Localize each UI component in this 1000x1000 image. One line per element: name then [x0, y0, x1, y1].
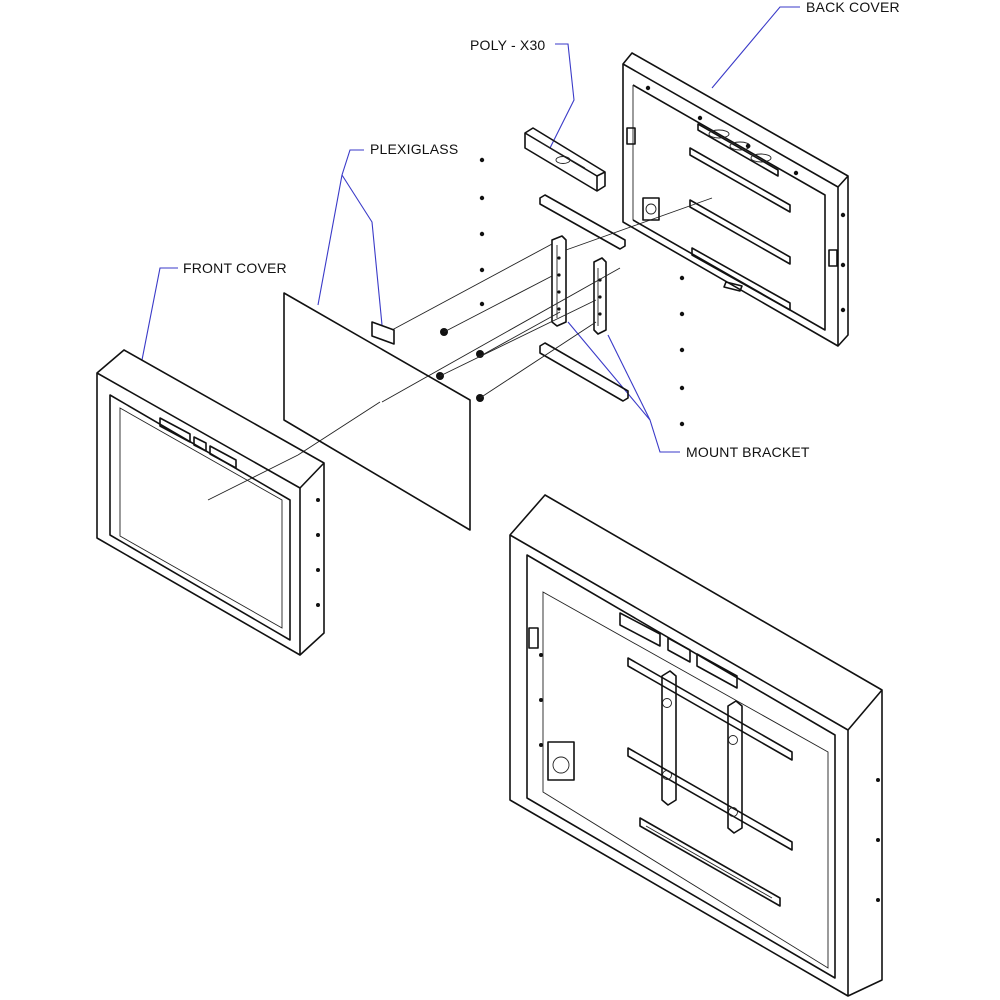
alignment-lines [207, 197, 713, 501]
assembled-unit-port [547, 741, 575, 781]
label-mount-bracket: MOUNT BRACKET [686, 444, 810, 460]
leader-back-cover [711, 6, 800, 89]
label-poly-x30: POLY - X30 [470, 37, 545, 53]
back-cover-port [642, 197, 660, 221]
label-plexiglass: PLEXIGLASS [370, 141, 458, 157]
back-cover-slot-right [828, 249, 838, 267]
plexiglass-small-panel [371, 321, 395, 345]
mount-bracket-assembly [539, 194, 629, 402]
leader-poly-x30 [549, 43, 575, 149]
plexiglass [283, 292, 471, 531]
leader-plexiglass-b [341, 174, 383, 326]
leader-front-cover [141, 267, 178, 361]
label-back-cover: BACK COVER [806, 0, 900, 15]
back-cover-rails [689, 123, 791, 311]
assembled-unit-slot [528, 627, 539, 649]
back-cover [622, 52, 849, 347]
leader-plexiglass-a [317, 149, 364, 306]
front-cover [96, 349, 325, 656]
poly-x30-device [524, 127, 606, 192]
back-cover-holes [645, 85, 846, 313]
assembled-unit [509, 494, 883, 997]
leader-mount-bracket-a [567, 321, 680, 453]
screws [436, 157, 685, 427]
label-front-cover: FRONT COVER [183, 260, 287, 276]
back-cover-slot-left [626, 127, 636, 145]
leader-lines [141, 6, 800, 453]
leader-mount-bracket-b [607, 334, 651, 421]
